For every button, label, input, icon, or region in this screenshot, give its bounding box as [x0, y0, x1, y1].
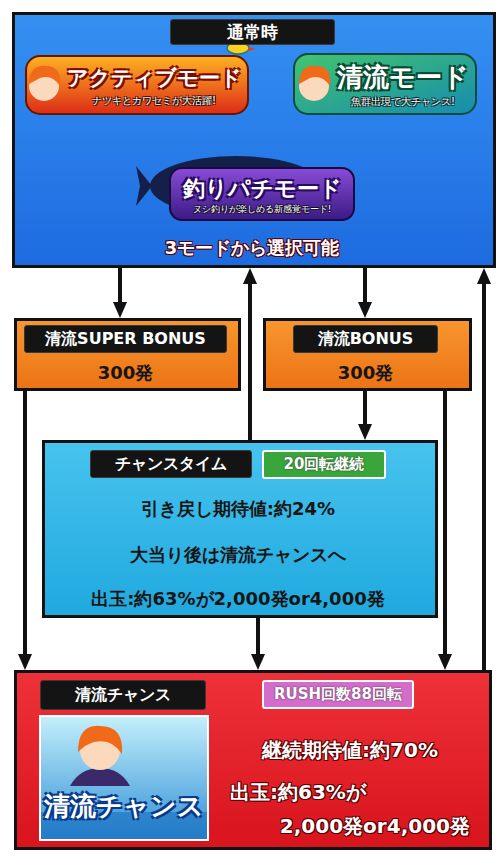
badge-text: RUSH回数88回転 — [274, 685, 402, 704]
box-text: 出玉:約63%が 2,000発or4,000発 — [230, 775, 470, 843]
box-text: 3モードから選択可能 — [15, 236, 489, 260]
panel-box: RUSH回数88回転清流チャンス継続期待値:約70%出玉:約63%が 2,000… — [14, 670, 492, 850]
panel-box: 清流SUPER BONUS 300発 — [14, 318, 241, 391]
badge-box: RUSH回数88回転 — [262, 680, 414, 709]
flow-arrow — [363, 268, 367, 308]
panel-box: 通常時 3モードから選択可能 — [12, 12, 496, 268]
flow-arrow — [363, 391, 367, 430]
box-text: 300発 — [266, 361, 465, 385]
logo-subtitle: ヌシ釣りが楽しめる新感覚モード! — [176, 203, 348, 216]
box-heading: 清流チャンス — [40, 680, 206, 710]
flow-arrow — [443, 391, 447, 660]
box-heading: 清流SUPER BONUS — [24, 325, 227, 353]
logo-title: 清流チャンス — [40, 789, 208, 824]
box-heading: チャンスタイム — [90, 450, 252, 478]
panel-box: 清流BONUS 300発 — [263, 318, 472, 391]
box-text: 引き戻し期待値:約24% — [45, 497, 431, 521]
logo-subtitle: 魚群出現で大チャンス! — [334, 95, 472, 109]
flow-arrow — [482, 278, 486, 670]
badge-box: 20回転継続 — [262, 450, 386, 479]
panel-box: 20回転継続 チャンスタイム引き戻し期待値:約24% 大当り後は清流チャンスへ出玉:… — [42, 440, 438, 618]
box-text: 出玉:約63%が2,000発or4,000発 — [45, 587, 431, 611]
logo-title: 清流モード — [334, 60, 472, 95]
box-heading: 通常時 — [170, 19, 335, 45]
flow-arrow — [248, 278, 252, 440]
flow-arrow — [23, 391, 27, 660]
flow-arrow — [256, 618, 260, 660]
logo-subtitle: ナツキとカワセミが大活躍! — [66, 94, 242, 108]
box-text: 300発 — [17, 361, 234, 385]
box-text: 継続期待値:約70% — [230, 737, 470, 764]
badge-text: 20回転継続 — [284, 455, 365, 474]
logo-title: アクティブモード — [66, 64, 242, 92]
box-text: 大当り後は清流チャンスへ — [45, 543, 431, 567]
flow-arrow — [118, 268, 122, 308]
box-heading: 清流BONUS — [293, 325, 438, 353]
logo-title: 釣りパチモード — [176, 174, 348, 204]
